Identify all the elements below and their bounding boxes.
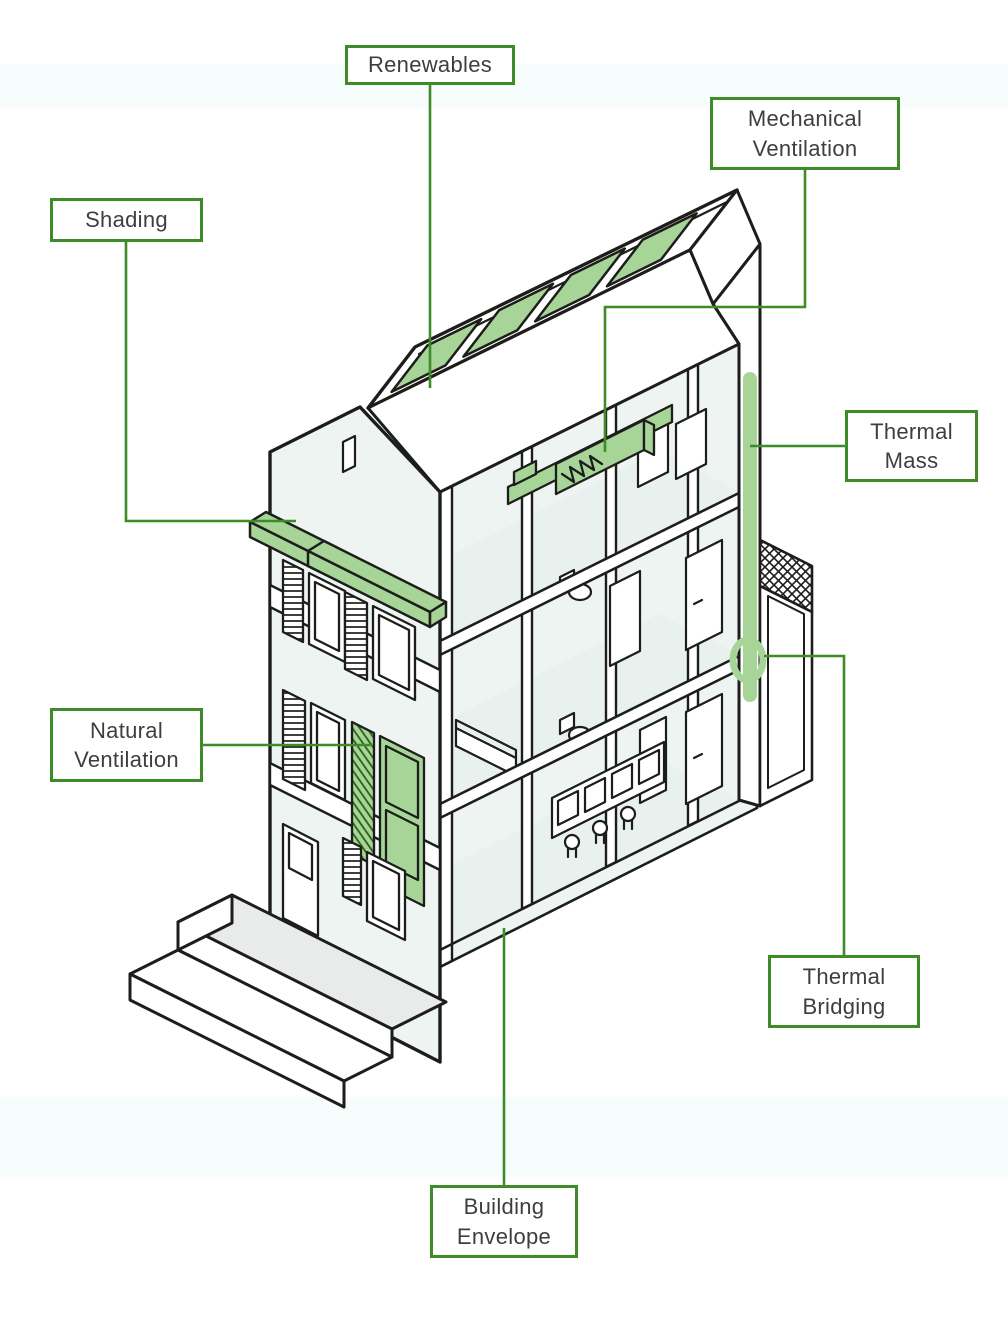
- left-facade: [248, 405, 448, 1064]
- solar-panels: [390, 212, 698, 394]
- label-renewables: Renewables: [345, 45, 515, 85]
- stools: [563, 805, 637, 859]
- kitchen-counter: [550, 740, 666, 840]
- louver-shutter: [281, 688, 307, 792]
- interior-door: [684, 538, 724, 652]
- awning: [306, 539, 448, 629]
- entrance-stairs: [128, 893, 448, 1109]
- leader-lines: [124, 85, 846, 1185]
- label-text: Shading: [85, 207, 168, 233]
- interior-door: [608, 569, 642, 668]
- mechanical-ventilation-unit: [506, 403, 674, 506]
- label-text: Renewables: [367, 52, 493, 78]
- floor-plane-top: [372, 451, 739, 635]
- solar-panel: [533, 247, 627, 323]
- thermal-bridging-leader: [764, 654, 846, 955]
- label-text: Thermal Mass: [870, 418, 953, 473]
- interior-door: [684, 692, 724, 806]
- label-thermal-mass: Thermal Mass: [845, 410, 978, 482]
- floor-plane-ground: [372, 760, 739, 944]
- upper-windows: [281, 558, 417, 702]
- floor-plane-middle: [372, 614, 739, 798]
- label-thermal-bridging: Thermal Bridging: [768, 955, 920, 1028]
- ground-floor-facade: [281, 822, 407, 942]
- label-natural-ventilation: Natural Ventilation: [50, 708, 203, 782]
- attic-window: [674, 407, 708, 481]
- solar-panel: [605, 212, 698, 288]
- solar-panel: [390, 317, 483, 394]
- gable-vent: [341, 434, 357, 474]
- label-building-envelope: Building Envelope: [430, 1185, 578, 1258]
- label-text: Mechanical Ventilation: [747, 106, 863, 161]
- louver-shutter: [343, 590, 369, 682]
- solar-panel: [462, 282, 555, 358]
- label-text: Natural Ventilation: [74, 717, 179, 772]
- thermal-mass-strip: [743, 372, 757, 702]
- label-text: Building Envelope: [456, 1194, 552, 1249]
- shading-awnings: [248, 510, 448, 629]
- thermal-bridging-ring: [729, 636, 767, 684]
- label-text: Thermal Bridging: [802, 964, 886, 1019]
- louver-shutter: [281, 558, 305, 644]
- label-shading: Shading: [50, 198, 203, 242]
- mechanical-ventilation-leader: [603, 170, 807, 452]
- louver-shutter: [341, 836, 363, 907]
- roof: [366, 188, 762, 494]
- label-mechanical-ventilation: Mechanical Ventilation: [710, 97, 900, 170]
- balcony: [758, 538, 814, 808]
- shading-leader: [124, 242, 296, 523]
